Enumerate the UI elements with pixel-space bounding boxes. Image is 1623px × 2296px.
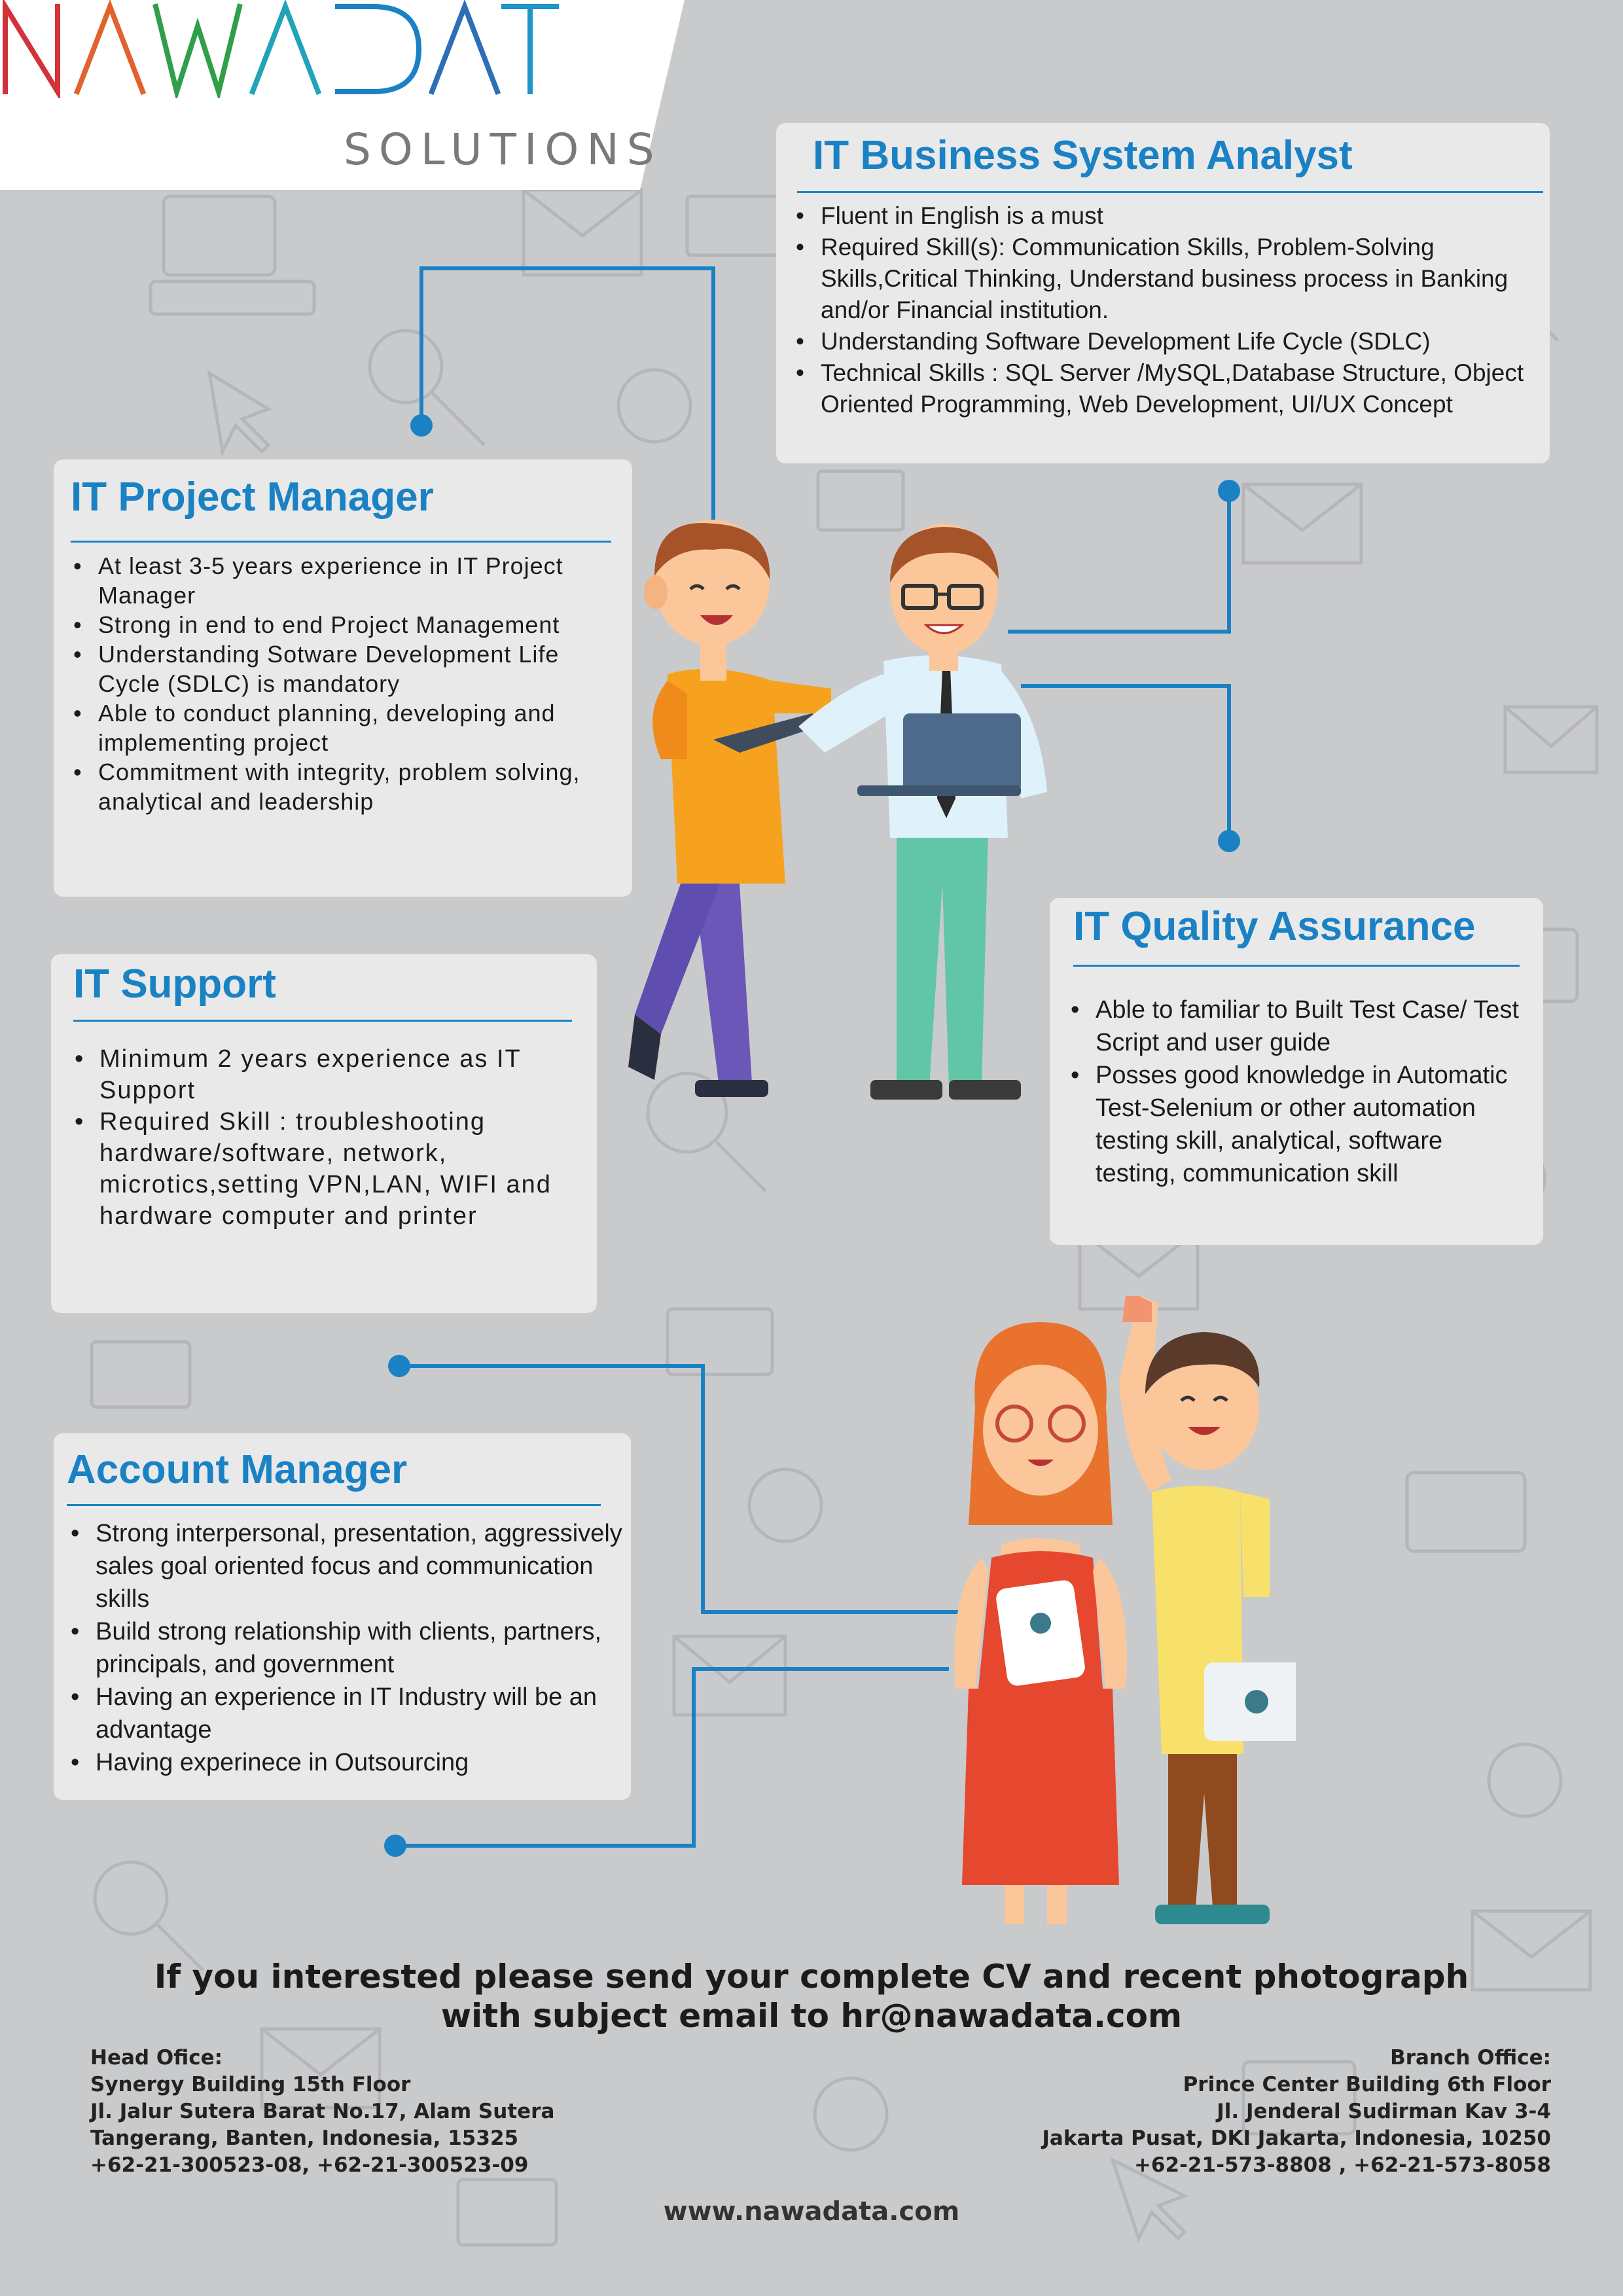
card-title-rule — [67, 1504, 601, 1506]
requirement-list: Strong interpersonal, presentation, aggr… — [67, 1517, 623, 1779]
card-it-support: IT Support Minimum 2 years experience as… — [51, 954, 597, 1313]
address-line: Jakarta Pusat, DKI Jakarta, Indonesia, 1… — [1042, 2126, 1551, 2150]
card-title: IT Business System Analyst — [813, 133, 1353, 178]
card-title-rule — [1073, 965, 1520, 967]
requirement-item: Understanding Sotware Development Life C… — [69, 639, 619, 698]
card-it-business-system-analyst: IT Business System Analyst Fluent in Eng… — [776, 123, 1550, 463]
requirement-item: Having an experience in IT Industry will… — [67, 1681, 623, 1746]
call-to-action: If you interested please send your compl… — [0, 1957, 1623, 2036]
address-line: Jl. Jalur Sutera Barat No.17, Alam Suter… — [90, 2100, 555, 2123]
phone-numbers: +62-21-300523-08, +62-21-300523-09 — [90, 2153, 529, 2177]
requirement-list: At least 3-5 years experience in IT Proj… — [69, 551, 619, 816]
address-label: Branch Office: — [1390, 2046, 1551, 2070]
address-line: Tangerang, Banten, Indonesia, 15325 — [90, 2126, 519, 2150]
requirement-item: Fluent in English is a must — [792, 200, 1537, 232]
requirement-item: At least 3-5 years experience in IT Proj… — [69, 551, 619, 610]
cta-line: with subject email to hr@nawadata.com — [440, 1997, 1183, 2035]
requirement-item: Build strong relationship with clients, … — [67, 1615, 623, 1681]
card-title: IT Quality Assurance — [1073, 904, 1476, 949]
address-line: Jl. Jenderal Sudirman Kav 3-4 — [1217, 2100, 1551, 2123]
card-it-project-manager: IT Project Manager At least 3-5 years ex… — [54, 459, 632, 897]
card-title-rule — [73, 1020, 572, 1022]
website-link[interactable]: www.nawadata.com — [663, 2197, 960, 2227]
card-title: IT Support — [73, 961, 276, 1007]
requirement-item: Required Skill : troubleshooting hardwar… — [71, 1106, 575, 1232]
card-title: Account Manager — [67, 1447, 408, 1492]
head-office-address: Head Ofice: Synergy Building 15th Floor … — [90, 2045, 554, 2179]
cta-line: If you interested please send your compl… — [154, 1958, 1469, 1996]
requirement-item: Required Skill(s): Communication Skills,… — [792, 232, 1537, 326]
logo-band: SOLUTIONS — [0, 0, 685, 190]
address-label: Head Ofice: — [90, 2046, 223, 2070]
requirement-list: Fluent in English is a must Required Ski… — [792, 200, 1537, 420]
requirement-item: Having experinece in Outsourcing — [67, 1746, 623, 1779]
logo-background — [0, 0, 685, 190]
nawadata-logo — [3, 0, 559, 98]
requirement-item: Minimum 2 years experience as IT Support — [71, 1043, 575, 1106]
requirement-item: Able to conduct planning, developing and… — [69, 698, 619, 757]
card-title-rule — [71, 541, 611, 543]
address-line: Synergy Building 15th Floor — [90, 2073, 411, 2096]
address-line: Prince Center Building 6th Floor — [1183, 2073, 1551, 2096]
requirement-item: Understanding Software Development Life … — [792, 326, 1537, 357]
card-title-rule — [797, 191, 1543, 193]
phone-numbers: +62-21-573-8808 , +62-21-573-8058 — [1133, 2153, 1551, 2177]
card-account-manager: Account Manager Strong interpersonal, pr… — [54, 1433, 631, 1800]
card-title: IT Project Manager — [71, 475, 434, 520]
logo-tagline: SOLUTIONS — [344, 124, 662, 175]
card-it-quality-assurance: IT Quality Assurance Able to familiar to… — [1050, 898, 1543, 1245]
requirement-item: Strong in end to end Project Management — [69, 610, 619, 639]
requirement-list: Minimum 2 years experience as IT Support… — [71, 1043, 575, 1232]
illustration-team-with-tablets — [954, 1296, 1296, 1924]
requirement-item: Technical Skills : SQL Server /MySQL,Dat… — [792, 357, 1537, 420]
branch-office-address: Branch Office: Prince Center Building 6t… — [1042, 2045, 1551, 2179]
requirement-item: Commitment with integrity, problem solvi… — [69, 757, 619, 816]
requirement-item: Strong interpersonal, presentation, aggr… — [67, 1517, 623, 1615]
requirement-item: Posses good knowledge in Automatic Test-… — [1067, 1059, 1529, 1190]
requirement-item: Able to familiar to Built Test Case/ Tes… — [1067, 994, 1529, 1059]
illustration-men-with-laptops — [628, 520, 1047, 1100]
requirement-list: Able to familiar to Built Test Case/ Tes… — [1067, 994, 1529, 1190]
